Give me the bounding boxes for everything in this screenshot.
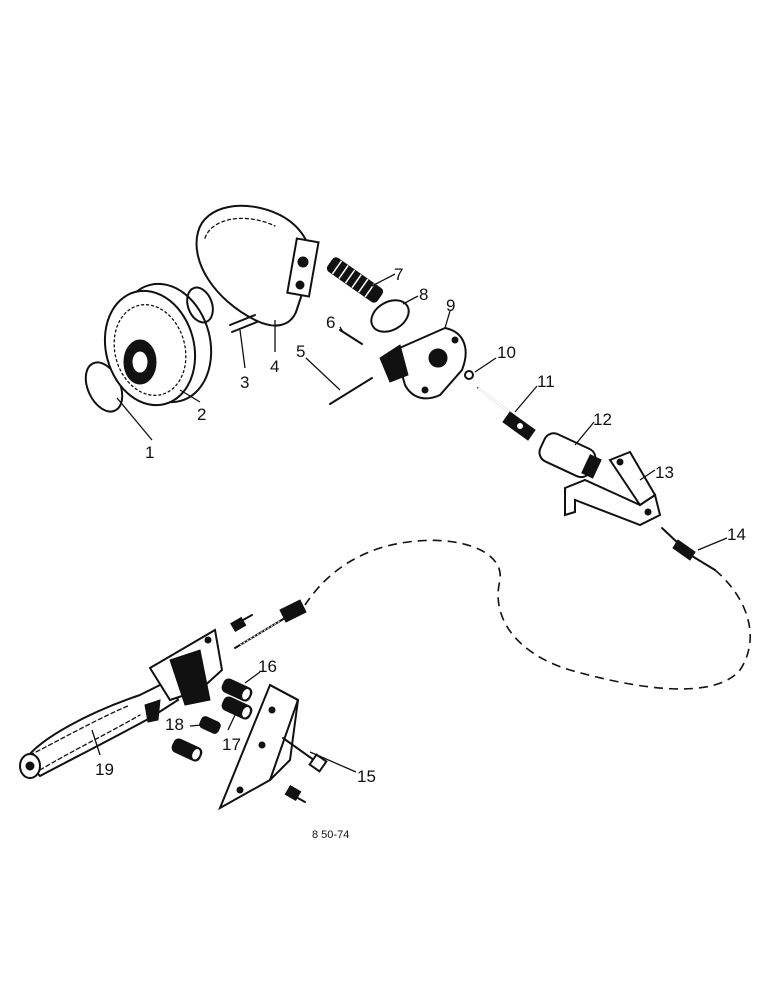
callout-15: 15 xyxy=(357,767,376,786)
leader-lines xyxy=(91,273,728,773)
part-14-cable-end xyxy=(661,527,716,571)
cable-dashed-path xyxy=(304,539,751,690)
part-9-cover-plate xyxy=(379,326,467,400)
bolt-small-bottom xyxy=(284,784,306,803)
callout-5: 5 xyxy=(296,342,305,361)
callout-1: 1 xyxy=(145,443,154,462)
part-8-o-ring xyxy=(370,299,410,333)
callout-2: 2 xyxy=(197,405,206,424)
part-11-shaft xyxy=(477,387,536,441)
part-10-ball xyxy=(464,370,474,380)
callout-3: 3 xyxy=(240,373,249,392)
part-4-brake-band xyxy=(195,204,320,327)
callout-19: 19 xyxy=(95,760,114,779)
band-o-ring xyxy=(186,286,214,324)
callout-9: 9 xyxy=(446,296,455,315)
callout-6: 6 xyxy=(326,313,335,332)
callout-12: 12 xyxy=(593,410,612,429)
callout-17: 17 xyxy=(222,735,241,754)
callout-14: 14 xyxy=(727,525,746,544)
cable-threaded-end xyxy=(234,599,307,649)
part-12-sleeve xyxy=(538,432,602,479)
part-18-roller-pin-small xyxy=(199,716,221,734)
callout-4: 4 xyxy=(270,357,279,376)
figure-reference-code: 8 50-74 xyxy=(312,829,349,841)
callout-10: 10 xyxy=(497,343,516,362)
part-6-cotter-pin xyxy=(339,329,363,345)
callout-7: 7 xyxy=(394,265,403,284)
part-7-spring xyxy=(326,257,384,303)
callout-11: 11 xyxy=(537,372,555,391)
part-2-brake-drum xyxy=(103,282,213,407)
loose-pin-lower xyxy=(171,738,203,762)
part-17-roller-pin xyxy=(221,696,253,720)
part-3-pin xyxy=(229,314,258,333)
part-13-bracket xyxy=(564,450,662,527)
part-5-pin-long xyxy=(329,377,373,405)
part-19-hand-lever xyxy=(19,628,224,779)
part-16-roller-pin xyxy=(221,678,253,702)
callout-labels: 1 2 3 4 5 6 7 8 9 10 11 12 13 14 15 16 1… xyxy=(95,265,746,786)
callout-13: 13 xyxy=(655,463,674,482)
callout-18: 18 xyxy=(165,715,184,734)
callout-16: 16 xyxy=(258,657,277,676)
part-15-mounting-bracket xyxy=(217,683,328,811)
bolt-small-top xyxy=(230,614,253,633)
callout-8: 8 xyxy=(419,285,428,304)
